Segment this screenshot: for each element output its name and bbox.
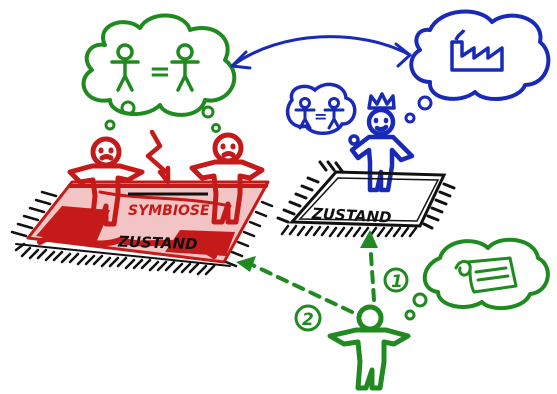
person-icon	[110, 43, 140, 92]
thought-cloud-equality	[81, 13, 237, 117]
thought-dots-left	[104, 100, 221, 133]
zustand-label-left: ZUSTAND	[117, 233, 198, 254]
thought-cloud-factory	[409, 9, 551, 101]
step-badge-2: 2	[294, 304, 322, 332]
red-person-right	[189, 132, 265, 225]
dashed-arrow-left	[244, 260, 354, 314]
symbiose-label-group: SYMBIOSE	[128, 192, 210, 219]
step-number-2: 2	[302, 310, 314, 330]
king-figure	[349, 107, 415, 193]
person-icon	[323, 97, 345, 130]
crown-icon	[367, 92, 396, 110]
thought-cloud-paper	[422, 237, 550, 311]
step-number-1: 1	[391, 272, 403, 292]
equals-sign-left: =	[149, 57, 171, 87]
thought-dots-right	[404, 95, 433, 124]
double-arrow	[230, 35, 412, 70]
lightning-icon	[145, 129, 171, 185]
step-badge-1: 1	[383, 267, 409, 293]
zustand-label-right: ZUSTAND	[311, 204, 392, 226]
equals-sign-right: =	[314, 107, 327, 126]
paper-roll-icon	[454, 256, 518, 294]
person-icon	[294, 97, 316, 130]
rug-left	[10, 180, 274, 276]
symbiose-label: SYMBIOSE	[128, 203, 210, 219]
thought-dots-bottom	[404, 292, 428, 321]
person-icon	[170, 43, 200, 92]
factory-icon	[450, 29, 504, 72]
arrowhead-up	[360, 230, 378, 248]
arrowhead-left	[236, 256, 256, 272]
rug-right	[276, 160, 456, 238]
dashed-arrow-up	[368, 238, 376, 302]
green-person	[327, 304, 411, 391]
red-person-left	[67, 136, 145, 227]
